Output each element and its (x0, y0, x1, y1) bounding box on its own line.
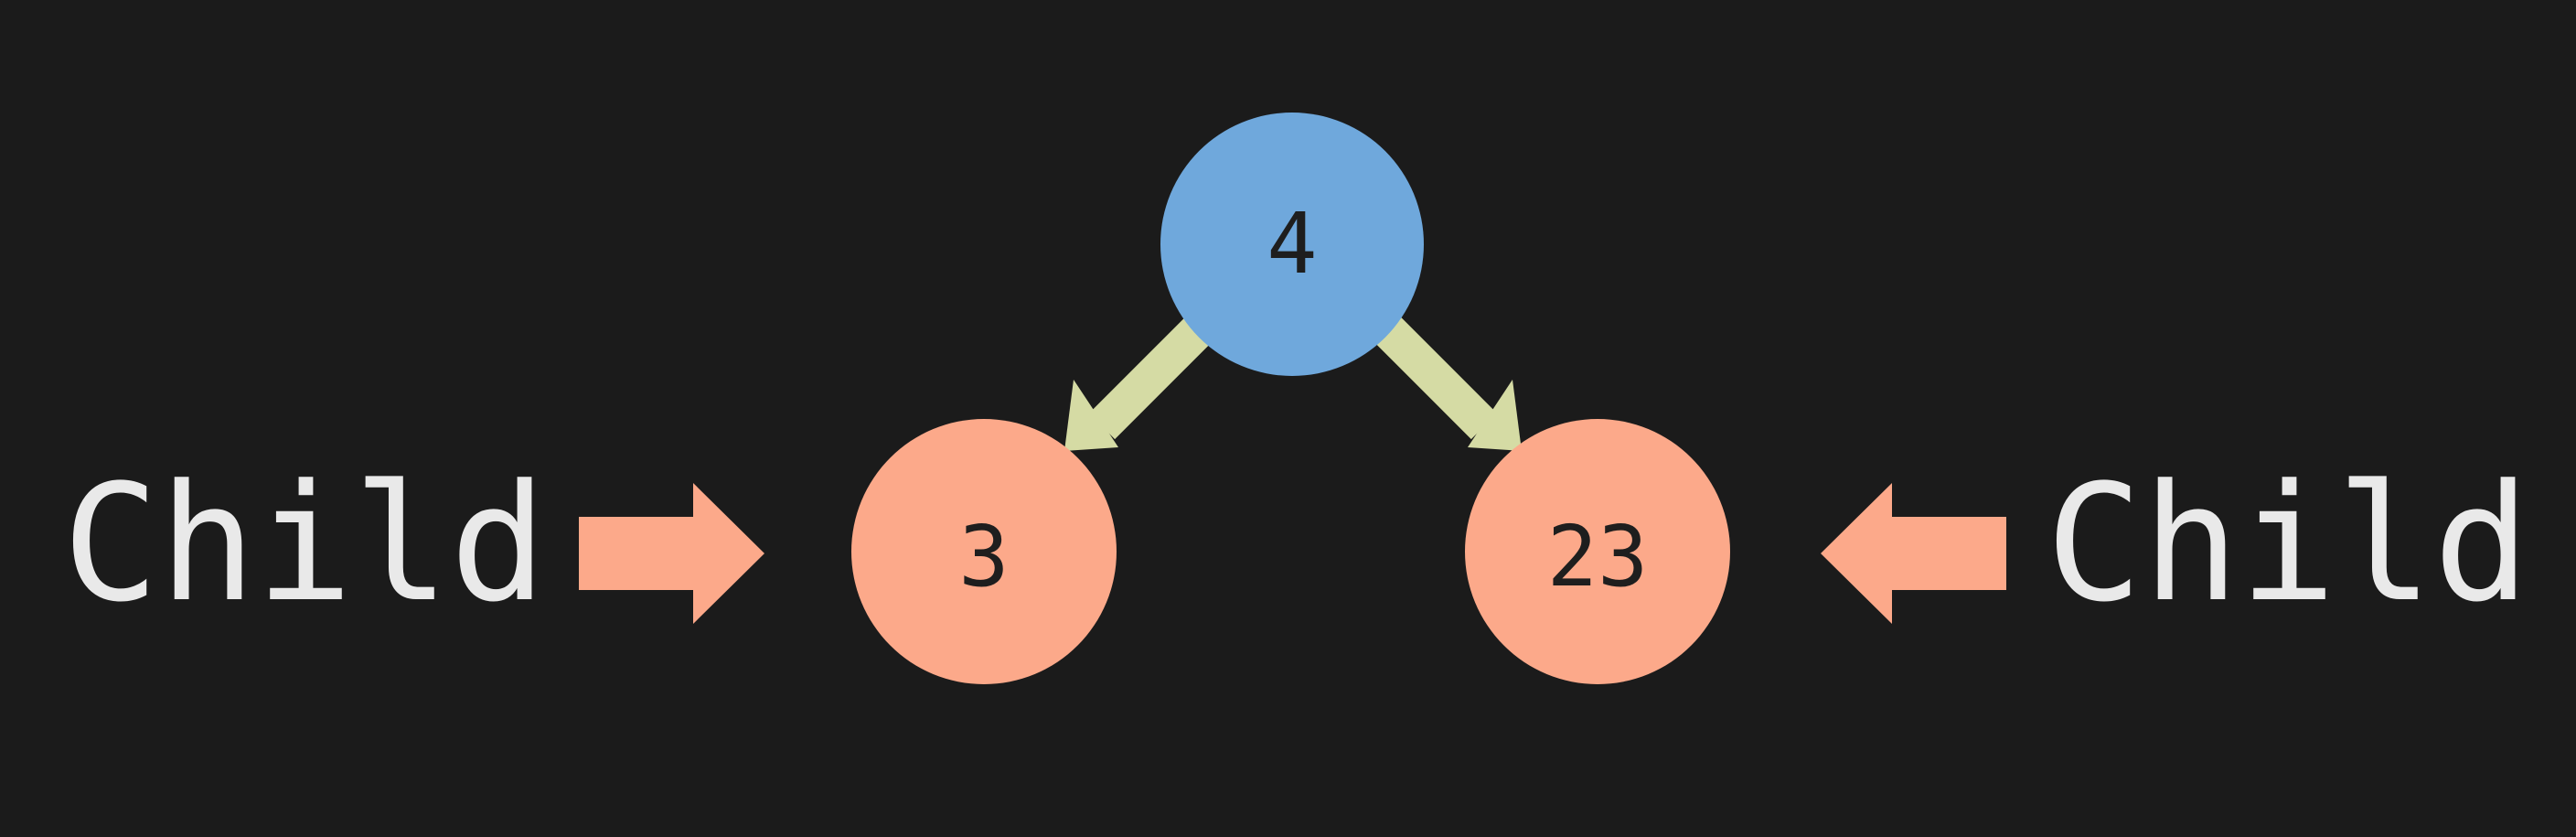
right-child-node: 23 (1465, 419, 1730, 684)
edge-root-to-right (1372, 314, 1522, 451)
left-child-value: 3 (958, 508, 1009, 606)
right-child-value: 23 (1547, 508, 1649, 606)
arrow-left-icon (1821, 483, 2006, 624)
right-child-label: Child (2046, 450, 2530, 638)
edge-root-to-left (1064, 314, 1214, 451)
arrow-right-icon (579, 483, 764, 624)
root-node: 4 (1160, 113, 1424, 376)
left-child-label: Child (62, 450, 547, 638)
root-node-value: 4 (1267, 195, 1317, 293)
edge-arrowhead-right (1468, 380, 1522, 451)
left-child-node: 3 (851, 419, 1117, 684)
edge-arrowhead-left (1064, 380, 1118, 451)
